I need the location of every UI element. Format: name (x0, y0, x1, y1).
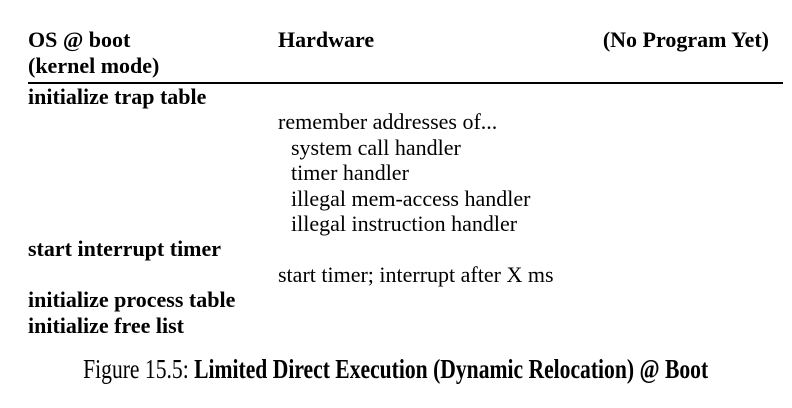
figure-caption: Figure 15.5: Limited Direct Execution (D… (0, 354, 792, 385)
table-row: start timer; interrupt after X ms (28, 262, 783, 287)
hw-cell: illegal instruction handler (291, 211, 518, 237)
figure-caption-title: Limited Direct Execution (Dynamic Reloca… (194, 354, 709, 385)
table-header-row: OS @ boot (kernel mode) Hardware (No Pro… (28, 27, 783, 84)
figure-caption-label: Figure 15.5: (83, 354, 190, 385)
table-row: start interrupt timer (28, 236, 783, 261)
column-header-os: OS @ boot (kernel mode) (28, 27, 160, 78)
hw-cell: remember addresses of... (278, 109, 498, 135)
hw-cell: illegal mem-access handler (291, 185, 531, 211)
hw-cell: timer handler (291, 160, 409, 186)
table-row: illegal mem-access handler (28, 186, 783, 211)
table-row: timer handler (28, 160, 783, 185)
table-row: initialize free list (28, 313, 783, 338)
table-row: initialize process table (28, 287, 783, 312)
column-header-program: (No Program Yet) (602, 27, 769, 52)
hw-cell: system call handler (291, 134, 461, 160)
table-row: system call handler (28, 135, 783, 160)
os-cell: start interrupt timer (28, 236, 222, 262)
table-row: illegal instruction handler (28, 211, 783, 236)
table-row: remember addresses of... (28, 109, 783, 134)
os-cell: initialize trap table (28, 84, 207, 109)
os-cell: initialize process table (28, 287, 236, 313)
column-header-hardware: Hardware (278, 27, 375, 52)
table-row: initialize trap table (28, 84, 783, 109)
boot-protocol-table: OS @ boot (kernel mode) Hardware (No Pro… (28, 27, 783, 338)
hw-cell: start timer; interrupt after X ms (278, 261, 554, 287)
os-cell: initialize free list (28, 312, 184, 338)
